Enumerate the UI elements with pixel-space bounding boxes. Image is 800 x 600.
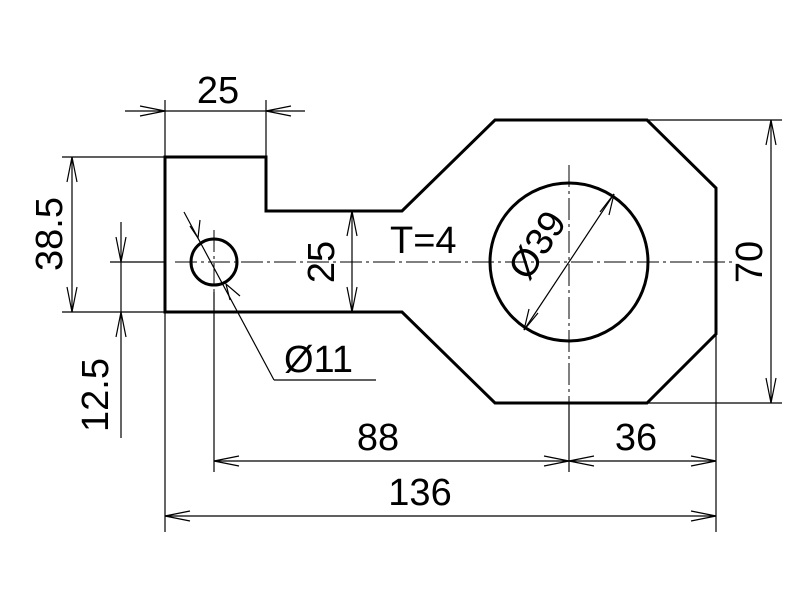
dim-overall-height-label: 70 [729, 241, 771, 283]
dim-small-hole [183, 211, 376, 381]
dim-overall-length [164, 510, 717, 522]
dim-end-offset-label: 36 [615, 417, 657, 459]
dim-hole-offset-label: 12.5 [75, 358, 117, 432]
part-outline [163, 118, 718, 405]
thickness-note: T=4 [390, 220, 457, 262]
dim-hole-offset [110, 222, 165, 438]
dim-tab-width-label: 25 [197, 70, 239, 112]
centerlines [175, 165, 736, 420]
extension-lines [164, 292, 717, 532]
dim-end-offset [568, 455, 717, 467]
dim-overall-height [647, 119, 782, 404]
dim-tab-height-label: 38.5 [29, 197, 71, 271]
dim-tab-width [125, 100, 305, 157]
dim-overall-length-label: 136 [388, 472, 451, 514]
dim-large-hole [523, 193, 615, 331]
dim-tab-height [62, 156, 165, 313]
dim-neck-height [346, 210, 358, 313]
dim-large-hole-label: Ø39 [501, 204, 575, 287]
dim-neck-height-label: 25 [301, 241, 343, 283]
dim-small-hole-label: Ø11 [284, 339, 353, 381]
dim-center-distance-label: 88 [357, 417, 399, 459]
